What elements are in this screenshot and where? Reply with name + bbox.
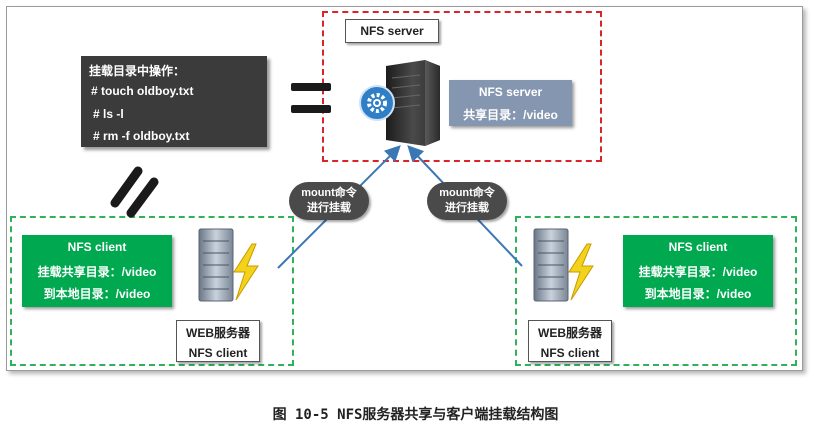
- client-mount-dir: 挂载共享目录：/video: [638, 265, 758, 279]
- client-local-dir: 到本地目录：/video: [644, 287, 752, 301]
- operation-line: # ls -l: [93, 107, 124, 121]
- tag-line: WEB服务器: [538, 326, 602, 340]
- client-title: NFS client: [67, 240, 127, 254]
- client-mount-dir: 挂载共享目录：/video: [37, 265, 157, 279]
- web-server-tag-left: WEB服务器 NFS client: [176, 320, 260, 362]
- pill-line: 进行挂载: [307, 202, 351, 214]
- figure-caption: 图 10-5 NFS服务器共享与客户端挂载结构图: [272, 407, 559, 423]
- pill-line: mount命令: [439, 187, 495, 199]
- nfs-server-info: NFS server 共享目录：/video: [449, 80, 572, 126]
- server-info-title: NFS server: [478, 85, 543, 99]
- nfs-client-info-left: NFS client 挂载共享目录：/video 到本地目录：/video: [22, 235, 172, 307]
- mount-operations-box: 挂载目录中操作： # touch oldboy.txt # ls -l # rm…: [81, 56, 267, 147]
- client-local-dir: 到本地目录：/video: [43, 287, 151, 301]
- mount-command-pill-left: mount命令 进行挂载: [289, 182, 369, 220]
- pill-line: 进行挂载: [445, 202, 489, 214]
- nfs-client-info-right: NFS client 挂载共享目录：/video 到本地目录：/video: [623, 235, 773, 307]
- tag-line: NFS client: [540, 346, 600, 360]
- tag-line: NFS client: [188, 346, 248, 360]
- operation-line: # rm -f oldboy.txt: [93, 129, 190, 143]
- server-tag: NFS server: [345, 19, 439, 43]
- mount-command-pill-right: mount命令 进行挂载: [427, 182, 507, 220]
- server-share-dir: 共享目录：/video: [463, 108, 558, 122]
- operations-title: 挂载目录中操作：: [89, 64, 186, 78]
- tag-line: WEB服务器: [186, 326, 250, 340]
- web-server-tag-right: WEB服务器 NFS client: [528, 320, 612, 362]
- pill-line: mount命令: [301, 187, 357, 199]
- operation-line: # touch oldboy.txt: [91, 84, 194, 98]
- client-zone-right: [515, 216, 797, 366]
- client-title: NFS client: [668, 240, 728, 254]
- client-zone-left: [10, 216, 294, 366]
